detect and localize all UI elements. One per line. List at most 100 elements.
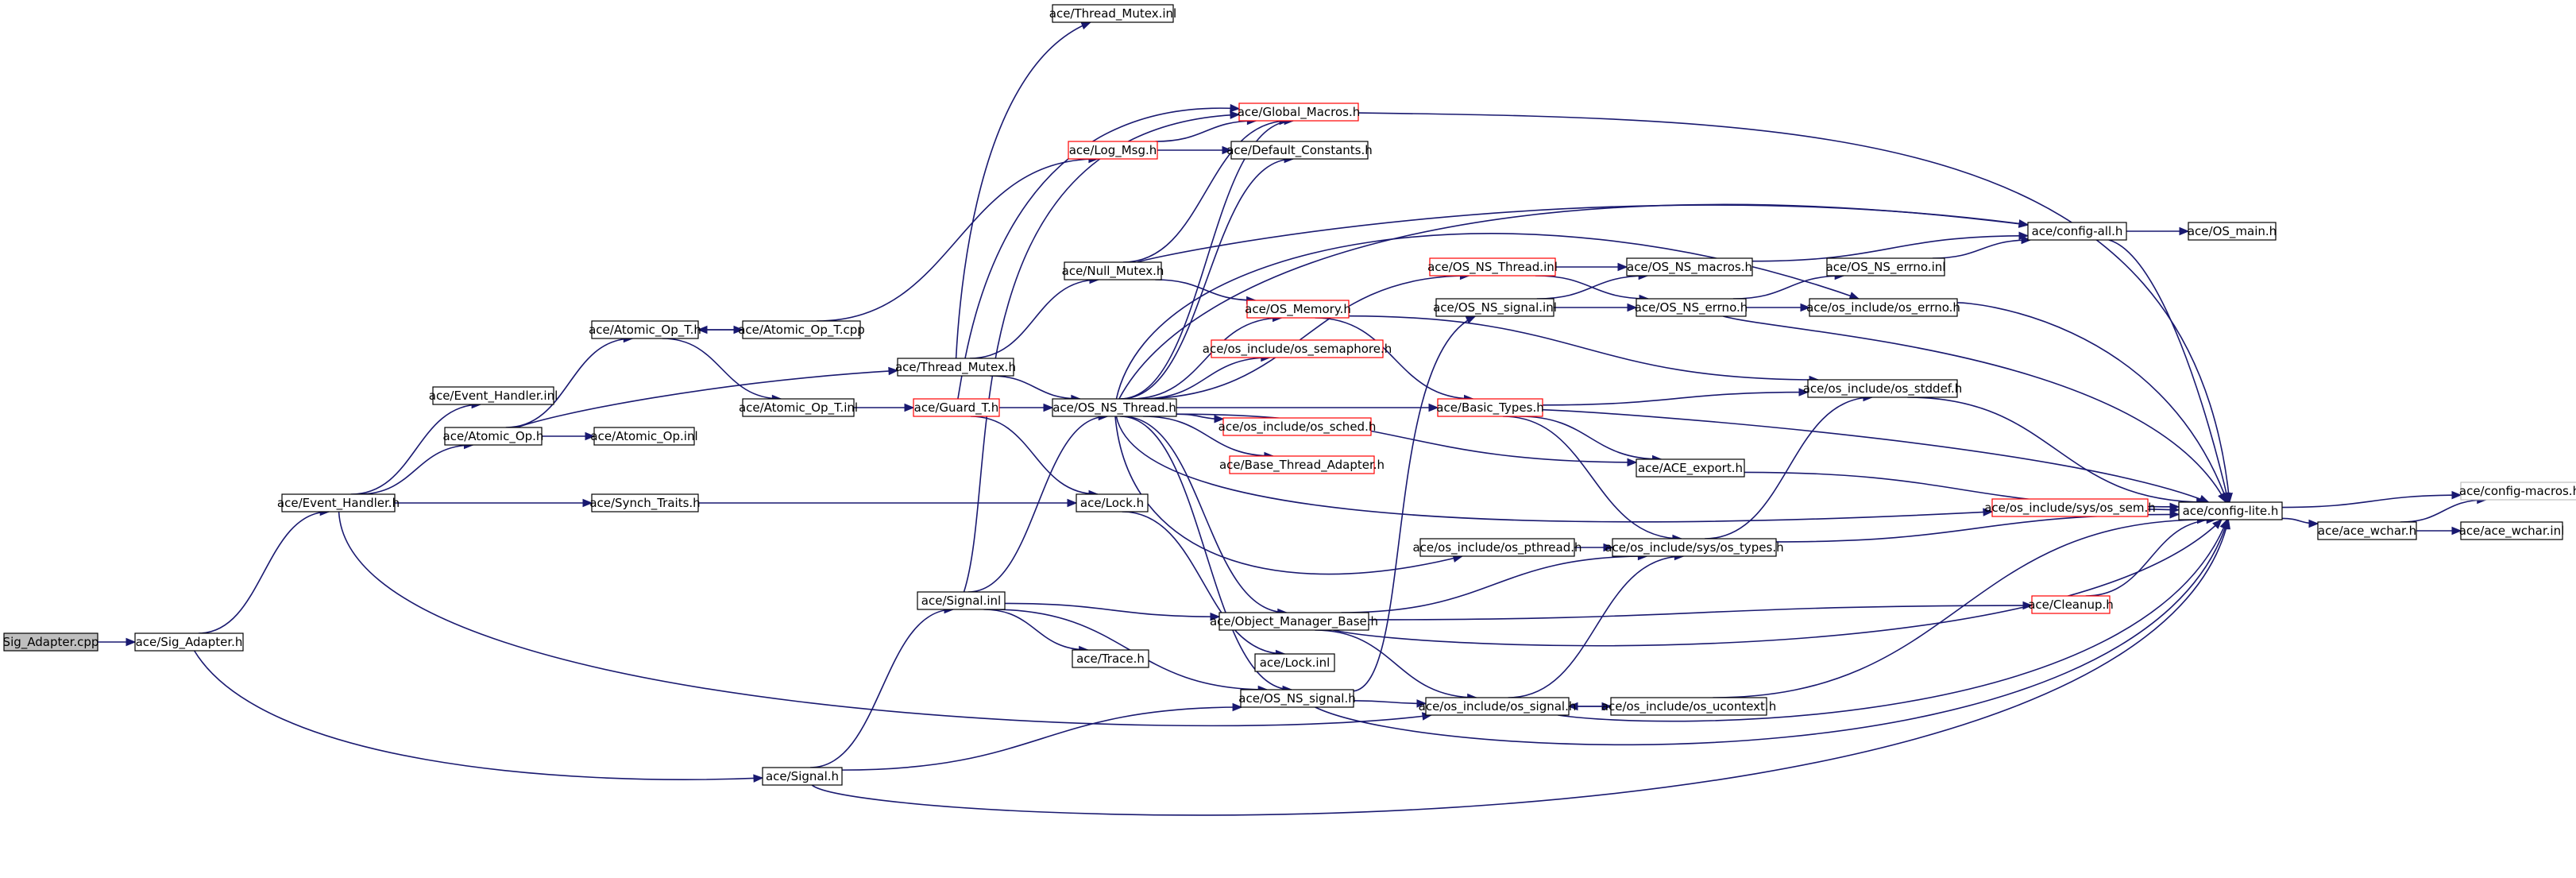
edge-null_mutex_h-to-global_macros_h: [1122, 116, 1290, 263]
node-os-ns-macros-h[interactable]: ace/OS_NS_macros.h: [1626, 257, 1753, 277]
node-thread-mutex-h[interactable]: ace/Thread_Mutex.h: [895, 358, 1016, 377]
edge-os_ns_signal_h-to-os_ns_signal_inl: [1353, 315, 1477, 692]
node-os-main-h[interactable]: ace/OS_main.h: [2188, 222, 2277, 241]
node-box: [1826, 257, 1945, 277]
node-box: [742, 320, 861, 339]
node-os-ns-thread-inl[interactable]: ace/OS_NS_Thread.inl: [1427, 257, 1558, 277]
node-box: [1211, 339, 1384, 358]
edge-os_ns_errno_h-to-os_errno_h: [1745, 303, 1811, 312]
node-label: ace/Atomic_Op.inl: [590, 429, 697, 444]
node-guard-t-h[interactable]: ace/Guard_T.h: [913, 398, 1000, 417]
node-os-memory-h[interactable]: ace/OS_Memory.h: [1245, 300, 1351, 319]
edge-os_ucontext_h-to-os_signal_h: [1567, 702, 1611, 711]
node-box: [742, 398, 855, 417]
node-os-ns-signal-inl[interactable]: ace/OS_NS_signal.inl: [1433, 298, 1557, 317]
node-os-pthread-h[interactable]: ace/os_include/os_pthread.h: [1412, 538, 1582, 557]
node-label: ace/ace_wchar.h: [2318, 524, 2416, 539]
node-os-errno-h[interactable]: ace/os_include/os_errno.h: [1806, 298, 1960, 317]
node-label: ace/Global_Macros.h: [1238, 105, 1361, 120]
node-box: [281, 493, 396, 512]
node-atomic-op-t-inl[interactable]: ace/Atomic_Op_T.inl: [739, 398, 858, 417]
node-box: [1072, 649, 1149, 668]
node-default-constants-h[interactable]: ace/Default_Constants.h: [1226, 141, 1373, 160]
edge-signal_inl-to-global_macros_h: [963, 110, 1241, 593]
node-atomic-op-inl[interactable]: ace/Atomic_Op.inl: [590, 427, 698, 446]
edge-object_manager_base_h-to-config_lite_h: [1333, 519, 2223, 647]
node-label: ace/Guard_T.h: [914, 400, 999, 416]
node-label: ace/OS_NS_errno.h: [1635, 300, 1748, 315]
node-null-mutex-h[interactable]: ace/Null_Mutex.h: [1062, 261, 1164, 280]
node-sig-adapter-h[interactable]: ace/Sig_Adapter.h: [134, 632, 244, 652]
node-ace-export-h[interactable]: ace/ACE_export.h: [1636, 458, 1745, 478]
node-label: ace/Event_Handler.h: [277, 496, 400, 511]
node-atomic-op-h[interactable]: ace/Atomic_Op.h: [443, 427, 544, 446]
node-event-handler-h[interactable]: ace/Event_Handler.h: [277, 493, 400, 512]
node-os-sem-h[interactable]: ace/os_include/sys/os_sem.h: [1984, 498, 2156, 517]
node-box: [1807, 379, 1958, 398]
node-lock-h[interactable]: ace/Lock.h: [1076, 493, 1149, 512]
node-event-handler-inl[interactable]: ace/Event_Handler.inl: [429, 386, 558, 405]
node-label: ace/Log_Msg.h: [1069, 143, 1157, 158]
node-config-all-h[interactable]: ace/config-all.h: [2027, 222, 2127, 241]
node-synch-traits-h[interactable]: ace/Synch_Traits.h: [589, 493, 701, 512]
node-ace-wchar-inl[interactable]: ace/ace_wchar.inl: [2459, 521, 2565, 540]
node-label: ace/Thread_Mutex.h: [895, 360, 1016, 375]
node-trace-h[interactable]: ace/Trace.h: [1072, 649, 1149, 668]
node-label: ace/ACE_export.h: [1638, 461, 1743, 476]
edge-basic_types_h-to-os_types_h: [1503, 416, 1683, 543]
node-label: ace/os_include/os_semaphore.h: [1203, 342, 1392, 357]
edge-os_errno_h-to-config_lite_h: [1956, 302, 2229, 504]
edge-config_lite_h-to-config_macros_h: [2281, 490, 2462, 509]
edge-sig_adapter_h-to-event_handler_h: [198, 507, 330, 634]
node-signal-inl[interactable]: ace/Signal.inl: [917, 591, 1006, 610]
node-box: [1435, 298, 1554, 317]
node-box: [1626, 257, 1753, 277]
node-os-types-h[interactable]: ace/os_include/sys/os_types.h: [1605, 538, 1784, 557]
node-cleanup-h[interactable]: ace/Cleanup.h: [2028, 595, 2114, 614]
node-atomic-op-t-cpp[interactable]: ace/Atomic_Op_T.cpp: [738, 320, 865, 339]
node-basic-types-h[interactable]: ace/Basic_Types.h: [1436, 398, 1544, 417]
node-os-semaphore-h[interactable]: ace/os_include/os_semaphore.h: [1203, 339, 1392, 358]
edge-os_ns_thread_h-to-os_pthread_h: [1114, 416, 1464, 575]
node-label: ace/Atomic_Op_T.h: [589, 323, 701, 338]
node-base-thread-adapter-h[interactable]: ace/Base_Thread_Adapter.h: [1219, 455, 1385, 474]
edge-thread_mutex_h-to-null_mutex_h: [969, 275, 1100, 359]
edge-object_manager_base_h-to-os_types_h: [1341, 551, 1648, 613]
node-os-ns-thread-h[interactable]: ace/OS_NS_Thread.h: [1052, 398, 1177, 417]
node-os-sched-h[interactable]: ace/os_include/os_sched.h: [1218, 417, 1377, 436]
node-label: ace/Atomic_Op_T.inl: [739, 400, 858, 416]
node-config-lite-h[interactable]: ace/config-lite.h: [2178, 501, 2283, 520]
node-os-signal-h[interactable]: ace/os_include/os_signal.h: [1419, 697, 1577, 716]
node-label: ace/Signal.inl: [921, 594, 1001, 608]
node-signal-h[interactable]: ace/Signal.h: [762, 767, 843, 786]
node-label: ace/os_include/sys/os_sem.h: [1984, 501, 2156, 516]
node-box: [2460, 482, 2576, 501]
node-label: ace/Lock.inl: [1260, 656, 1330, 670]
node-thread-mutex-inl[interactable]: ace/Thread_Mutex.inl: [1049, 4, 1176, 23]
node-log-msg-h[interactable]: ace/Log_Msg.h: [1068, 141, 1158, 160]
node-box: [591, 320, 699, 339]
node-box: [913, 398, 1000, 417]
edge-os_signal_h-to-config_lite_h: [1558, 518, 2228, 722]
node-os-ns-errno-inl[interactable]: ace/OS_NS_errno.inl: [1826, 257, 1946, 277]
node-box: [591, 493, 699, 512]
node-lock-inl[interactable]: ace/Lock.inl: [1254, 653, 1335, 672]
node-label: ace/OS_NS_Thread.h: [1052, 400, 1176, 416]
edge-os_ns_errno_inl-to-config_all_h: [1932, 235, 2032, 259]
edge-os_memory_h-to-os_stddef_h: [1348, 315, 1820, 385]
node-os-ns-errno-h[interactable]: ace/OS_NS_errno.h: [1635, 298, 1748, 317]
node-box: [762, 767, 843, 786]
node-ace-wchar-h[interactable]: ace/ace_wchar.h: [2317, 521, 2417, 540]
node-object-manager-base-h[interactable]: ace/Object_Manager_Base.h: [1210, 612, 1378, 631]
node-global-macros-h[interactable]: ace/Global_Macros.h: [1238, 102, 1361, 122]
node-box: [1068, 141, 1158, 160]
node-os-ns-signal-h[interactable]: ace/OS_NS_signal.h: [1238, 689, 1356, 708]
edge-os_ns_signal_h-to-os_signal_h: [1353, 699, 1427, 708]
node-box: [1419, 538, 1575, 557]
edge-null_mutex_h-to-config_all_h: [1137, 204, 2030, 263]
node-config-macros-h[interactable]: ace/config-macros.h: [2459, 482, 2576, 501]
node-os-stddef-h[interactable]: ace/os_include/os_stddef.h: [1803, 379, 1963, 398]
node-label: ace/OS_NS_signal.inl: [1433, 300, 1557, 315]
node-atomic-op-t-h[interactable]: ace/Atomic_Op_T.h: [589, 320, 701, 339]
node-os-ucontext-h[interactable]: ace/os_include/os_ucontext.h: [1601, 697, 1776, 716]
